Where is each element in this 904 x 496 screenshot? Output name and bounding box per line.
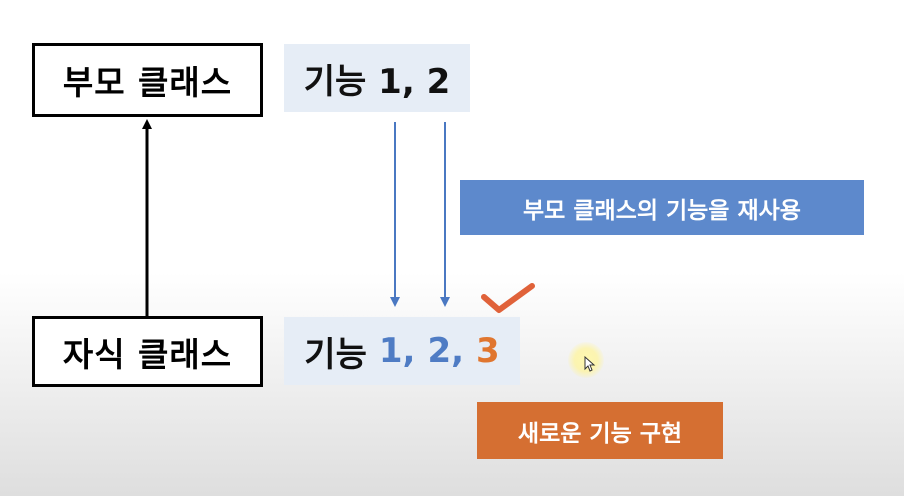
new-feature-callout: 새로운 기능 구현 — [477, 402, 723, 459]
child-features-prefix: 기능 — [304, 334, 367, 375]
new-feature-callout-text: 새로운 기능 구현 — [517, 420, 683, 447]
mouse-pointer-icon — [584, 356, 596, 372]
child-class-box: 자식 클래스 — [32, 316, 263, 387]
parent-class-label: 부모 클래스 — [62, 63, 233, 102]
inherited-feature-2: 2, — [427, 331, 465, 371]
parent-features-label: 기능 1, 2 — [303, 61, 451, 102]
reuse-callout: 부모 클래스의 기능을 재사용 — [460, 180, 864, 235]
inherited-feature-1: 1, — [378, 331, 416, 371]
child-features-box: 기능 1, 2, 3 — [284, 317, 520, 385]
reuse-callout-text: 부모 클래스의 기능을 재사용 — [523, 197, 801, 224]
child-class-label: 자식 클래스 — [62, 334, 233, 374]
parent-class-box: 부모 클래스 — [32, 43, 263, 117]
parent-features-box: 기능 1, 2 — [284, 44, 470, 112]
new-feature-3: 3 — [476, 331, 500, 371]
check-icon — [481, 283, 535, 313]
